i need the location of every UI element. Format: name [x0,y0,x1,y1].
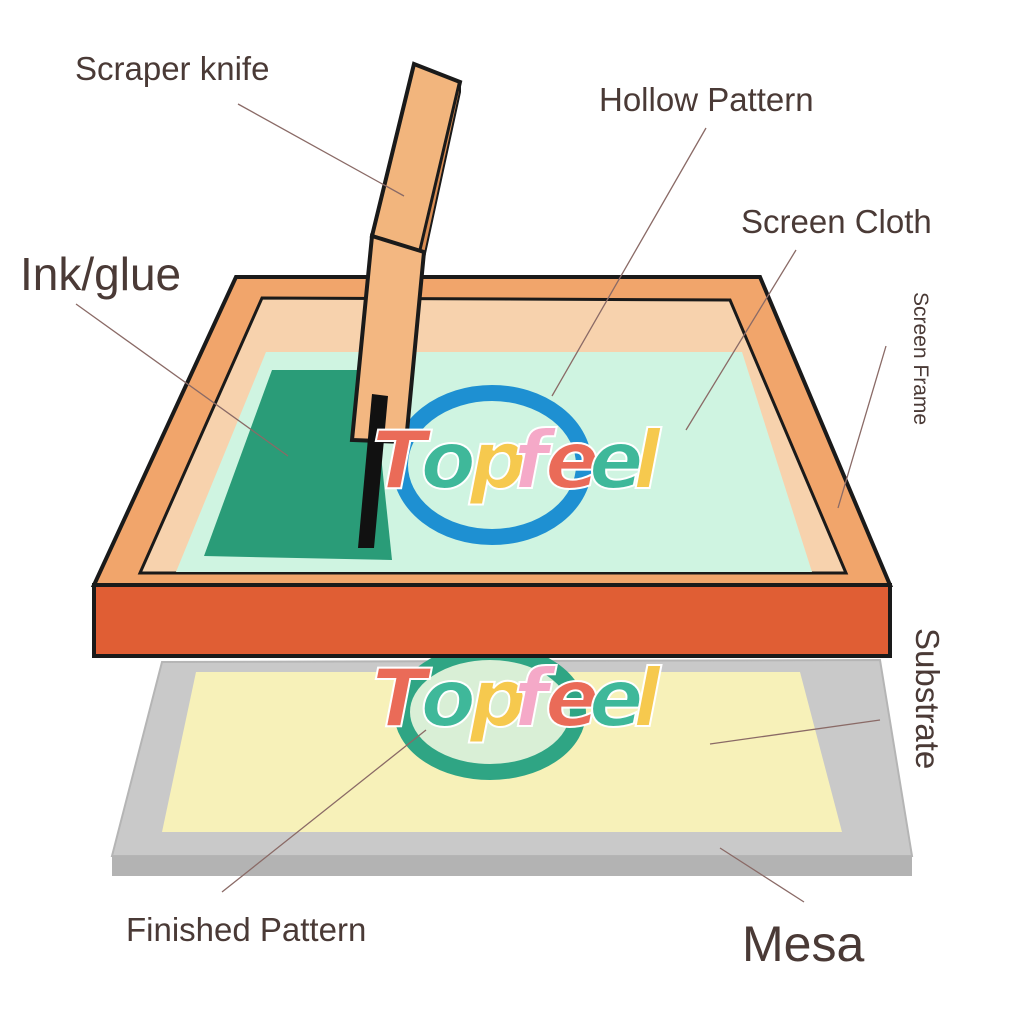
leader-screen-cloth [685,249,797,431]
watermark-letter-bottom-1: o [421,652,476,745]
watermark-letter-bottom-2: p [469,652,527,745]
leader-screen-frame [837,345,887,509]
watermark-letter-bottom-0: T [372,652,432,745]
watermark-letter-bottom-6: l [633,652,662,745]
scraper-knife-handle [369,61,463,255]
label-screen-cloth: Screen Cloth [741,203,932,240]
watermark-letter-top-2: p [469,414,527,507]
label-finished-pattern: Finished Pattern [126,911,366,948]
watermark-letter-top-0: T [372,414,432,507]
leader-ink-glue [75,303,289,457]
label-scraper-knife: Scraper knife [75,50,269,87]
watermark-letter-top-4: e [545,414,599,507]
mesa-edge [112,856,912,876]
scraper-knife-edge [358,394,388,548]
leader-mesa [719,847,805,903]
leader-hollow-pattern [551,127,707,397]
watermark-letter-bottom-5: e [589,652,643,745]
hollow-pattern-ring [392,385,592,545]
watermark-letter-bottom-4: e [545,652,599,745]
watermark-letter-top-6: l [633,414,662,507]
leader-scraper-knife [237,103,405,197]
leader-substrate [709,719,881,745]
leader-finished-pattern [221,729,427,893]
screen-frame-front [92,583,892,658]
label-screen-frame: Screen Frame [909,292,932,425]
ink-area [204,370,392,560]
scraper-knife-blade [349,233,427,445]
watermark-letter-top-1: o [421,414,476,507]
label-mesa: Mesa [742,916,864,972]
label-ink-glue: Ink/glue [20,248,181,300]
label-substrate: Substrate [909,628,946,769]
label-hollow-pattern: Hollow Pattern [599,81,814,118]
watermark-letter-top-5: e [589,414,643,507]
